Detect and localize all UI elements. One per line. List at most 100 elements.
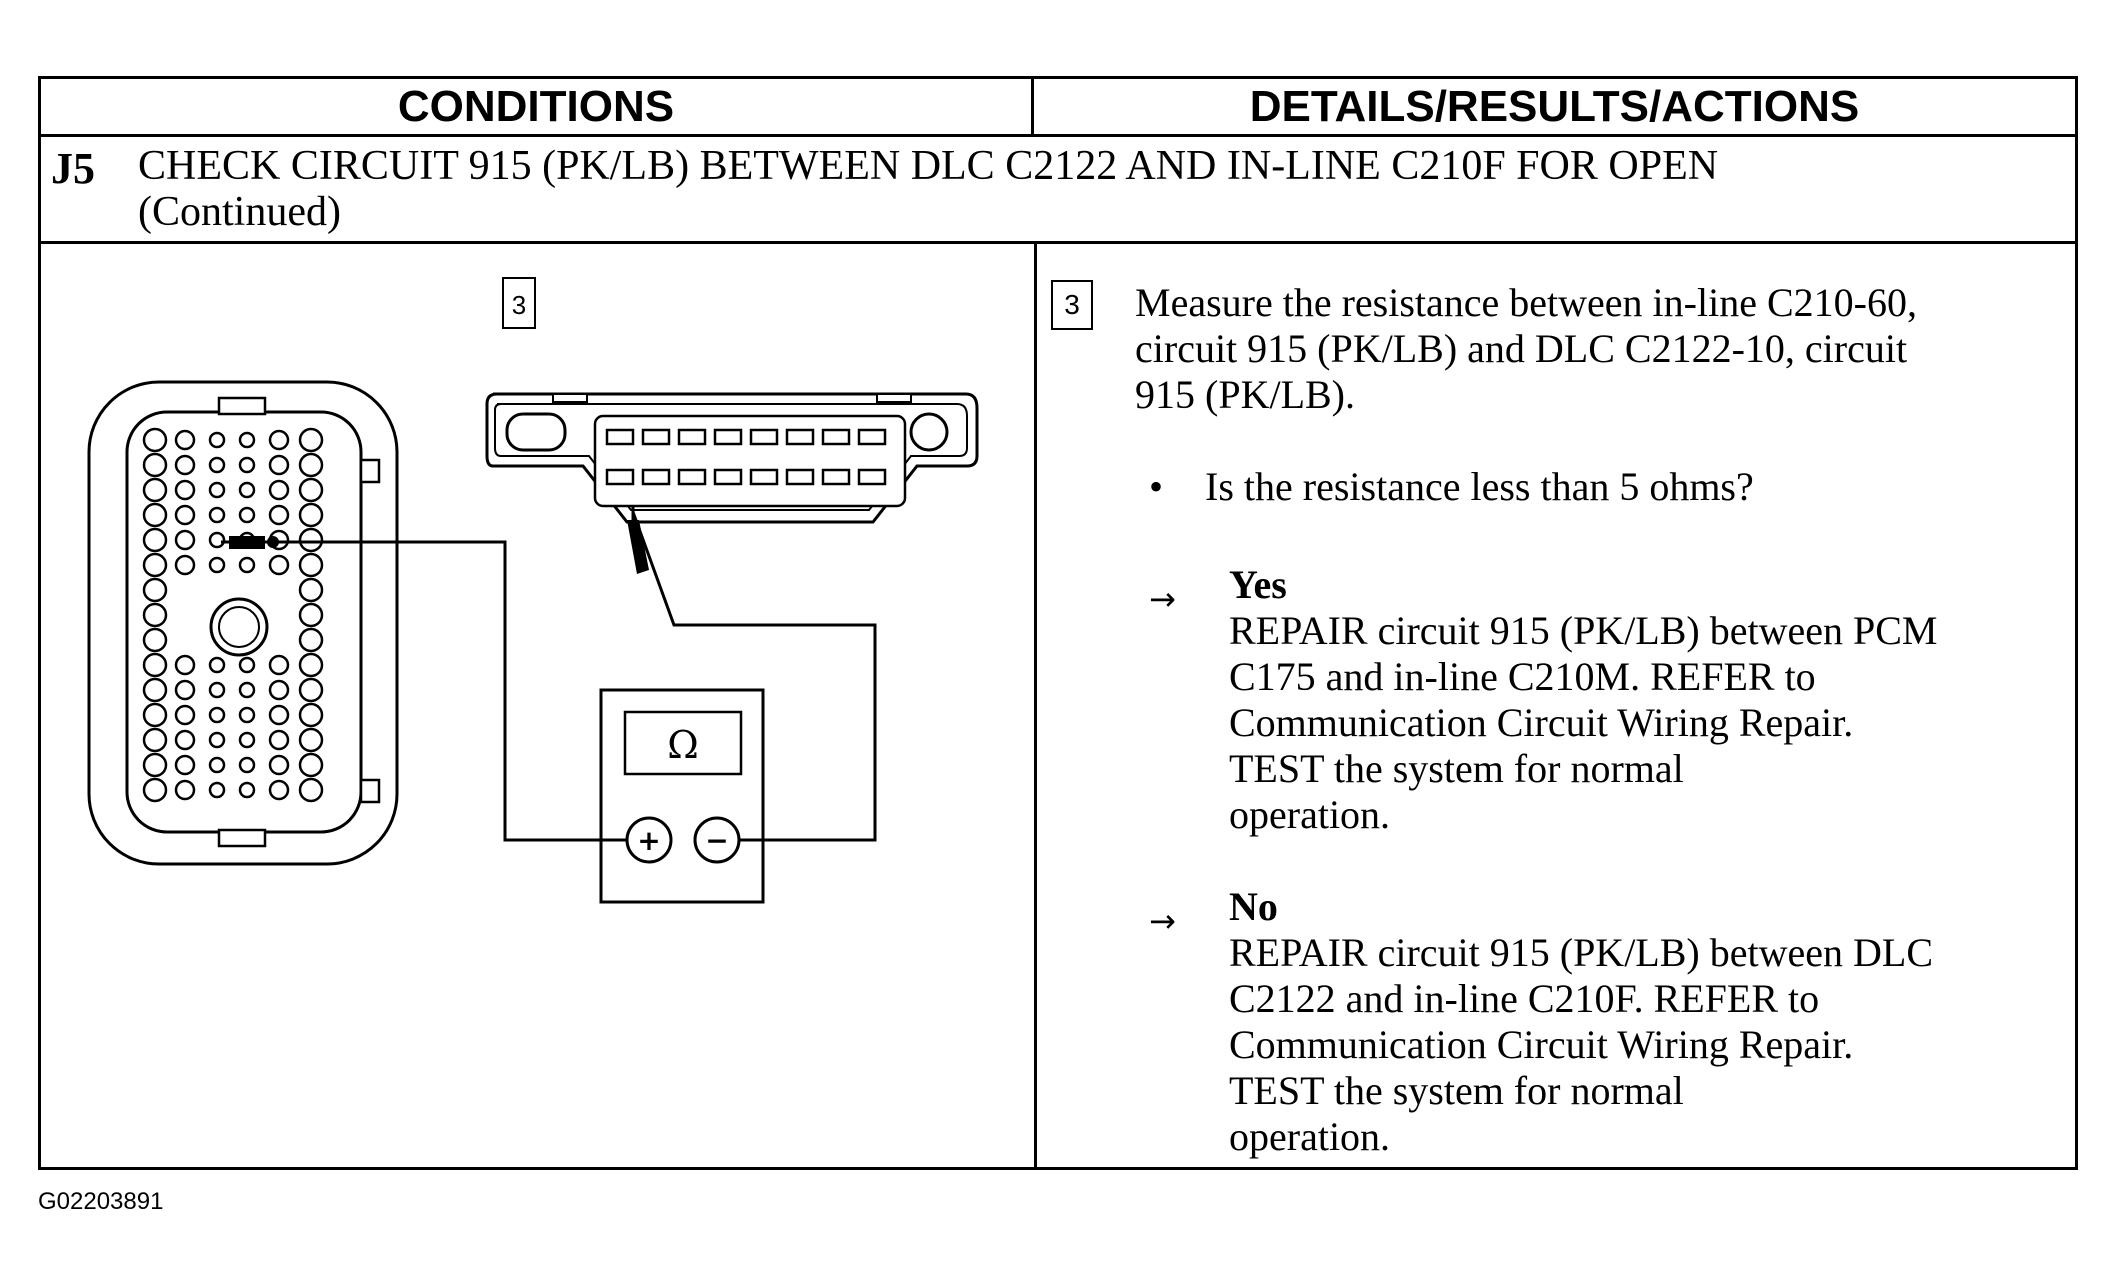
ohm-symbol: Ω xyxy=(667,723,699,767)
connector-pin xyxy=(268,479,290,501)
connector-pin xyxy=(142,627,168,653)
connector-pin xyxy=(268,779,290,801)
no-line: operation. xyxy=(1229,1114,1391,1159)
connector-pin xyxy=(238,756,256,774)
instruction-line: circuit 915 (PK/LB) and DLC C2122-10, ci… xyxy=(1135,326,1908,371)
step-title-row: J5 CHECK CIRCUIT 915 (PK/LB) BETWEEN DLC… xyxy=(41,137,2075,244)
connector-pin xyxy=(208,781,226,799)
yes-line: Communication Circuit Wiring Repair. xyxy=(1229,700,1854,745)
connector-pin xyxy=(298,427,324,453)
connector-pin xyxy=(208,731,226,749)
details-header: DETAILS/RESULTS/ACTIONS xyxy=(1249,82,1860,131)
dlc-pin-slot xyxy=(605,468,635,486)
arrow-right-icon: → xyxy=(1149,902,1176,940)
no-line: Communication Circuit Wiring Repair. xyxy=(1229,1022,1854,1067)
connector-pin xyxy=(238,656,256,674)
connector-pin xyxy=(298,702,324,728)
yes-label: Yes xyxy=(1229,562,1287,607)
connector-pin xyxy=(238,556,256,574)
dlc-pin-slot xyxy=(677,428,707,446)
connector-pin xyxy=(174,454,196,476)
diagnostic-table: CONDITIONS DETAILS/RESULTS/ACTIONS J5 CH… xyxy=(38,76,2078,1170)
connector-pin xyxy=(208,531,226,549)
connector-pin xyxy=(174,754,196,776)
connector-pin xyxy=(208,506,226,524)
connector-pin xyxy=(142,527,168,553)
dlc-pin-slot xyxy=(785,428,815,446)
column-divider xyxy=(1034,244,1037,1167)
dlc-pin-slot xyxy=(749,468,779,486)
connector-pin xyxy=(298,577,324,603)
connector-pin xyxy=(238,456,256,474)
table-header-row: CONDITIONS DETAILS/RESULTS/ACTIONS xyxy=(41,79,2075,137)
connector-pin xyxy=(142,752,168,778)
connector-pin xyxy=(298,627,324,653)
dlc-pin-slot xyxy=(785,468,815,486)
dlc-connector-icon xyxy=(485,392,979,524)
inline-connector-icon xyxy=(87,380,399,866)
diagram-step-box xyxy=(502,277,536,329)
positive-terminal-symbol: + xyxy=(637,824,660,857)
connector-pin xyxy=(268,729,290,751)
connector-pin xyxy=(268,704,290,726)
connector-pin xyxy=(298,452,324,478)
connector-pin xyxy=(208,706,226,724)
dlc-pin-slot xyxy=(821,468,851,486)
no-line: TEST the system for normal xyxy=(1229,1068,1684,1113)
connector-pin xyxy=(142,702,168,728)
details-column: 3 Measure the resistance between in-line… xyxy=(1037,244,2077,1167)
connector-pin xyxy=(142,552,168,578)
connector-pin xyxy=(268,654,290,676)
connector-pin xyxy=(238,681,256,699)
connector-pin xyxy=(174,779,196,801)
question: Is the resistance less than 5 ohms? xyxy=(1205,464,1754,509)
ohmmeter-icon: Ω + − xyxy=(599,688,765,904)
connector-pin xyxy=(142,502,168,528)
connector-pin xyxy=(208,456,226,474)
no-answer: No REPAIR circuit 915 (PK/LB) between DL… xyxy=(1229,884,2069,1160)
connector-pin xyxy=(298,652,324,678)
dlc-pin-slot xyxy=(641,428,671,446)
arrow-right-icon: → xyxy=(1149,580,1176,618)
connector-pin xyxy=(268,429,290,451)
connector-pin xyxy=(238,781,256,799)
connector-pin xyxy=(142,652,168,678)
connector-pin xyxy=(174,554,196,576)
instruction-line: 915 (PK/LB). xyxy=(1135,372,1355,417)
step-title-line: CHECK CIRCUIT 915 (PK/LB) BETWEEN DLC C2… xyxy=(138,143,1719,189)
connector-pin xyxy=(174,654,196,676)
dlc-pin-slot xyxy=(857,428,887,446)
dlc-pin-slot xyxy=(713,468,743,486)
connector-pin xyxy=(142,577,168,603)
step-title: CHECK CIRCUIT 915 (PK/LB) BETWEEN DLC C2… xyxy=(138,143,2038,235)
connector-pin xyxy=(298,727,324,753)
test-lead-wires xyxy=(221,511,877,842)
connector-pin xyxy=(174,704,196,726)
connector-pin xyxy=(298,552,324,578)
connector-pin xyxy=(142,427,168,453)
connector-pin xyxy=(208,431,226,449)
dlc-pin-slot xyxy=(713,428,743,446)
negative-terminal-symbol: − xyxy=(705,824,728,857)
no-line: C2122 and in-line C210F. REFER to xyxy=(1229,976,1820,1021)
step-title-line: (Continued) xyxy=(138,189,341,235)
details-step-box: 3 xyxy=(1051,280,1093,330)
connector-pin xyxy=(174,479,196,501)
step-body-row: 3 xyxy=(41,244,2075,1167)
connector-pin xyxy=(298,477,324,503)
connector-pin xyxy=(268,754,290,776)
connector-pin xyxy=(142,777,168,803)
connector-pin xyxy=(142,677,168,703)
dlc-pin-slot xyxy=(857,468,887,486)
dlc-pin-slot xyxy=(677,468,707,486)
no-line: REPAIR circuit 915 (PK/LB) between DLC xyxy=(1229,930,1934,975)
connector-pin xyxy=(268,454,290,476)
connector-pin xyxy=(174,679,196,701)
connector-pin xyxy=(298,527,324,553)
diagram-step-number: 3 xyxy=(512,290,526,320)
yes-line: TEST the system for normal xyxy=(1229,746,1684,791)
connector-pin xyxy=(142,477,168,503)
connector-pin xyxy=(174,504,196,526)
connector-pin xyxy=(238,431,256,449)
connector-pin xyxy=(298,602,324,628)
